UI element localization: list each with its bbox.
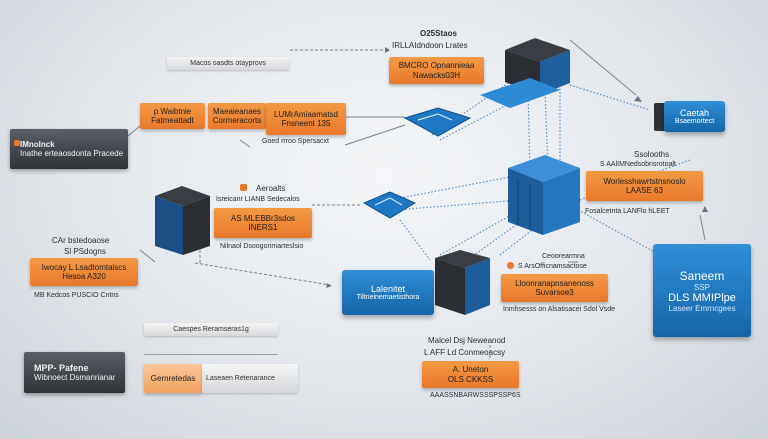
top-left-grey-bar-label: Macos oasdts otayprovs [190,60,266,67]
orange-marker-icon [14,140,20,146]
orange-box-bottom-left: Gernretedas [144,364,202,393]
label-center-1: Aeroalts [256,184,286,193]
label-top-center-2: IRLLAIdndoon Lrates [392,41,468,50]
orange-box-center-right: Lloonranapnsanenoss Suvarsoe3 [501,274,608,302]
orange-box-center: AS MLEBBr3sdos INERS1 [214,208,312,238]
label-right-mid-1: Ssolooths [634,150,670,159]
label-top-center-1: O25Staos [420,29,457,38]
orange-box-bottom-line1: A. Uneton [452,365,489,375]
orange-box-right: Worlesshawrtstnsnoslo LAASE 63 [586,171,703,201]
orange-box-row-c-line1: LUMrAmiaamatsd [273,109,338,119]
orange-box-row-c: LUMrAmiaamatsd Fnsneent 135 [266,103,346,135]
blue-box-center: Lalenitet Tiltneinemaetisthora [342,270,434,315]
blue-box-large-line4: Laseer Emrncgees [668,303,736,313]
connector-line [127,125,141,137]
orange-box-row-a-line1: p Waibtnie [153,106,192,116]
orange-box-row-b-line1: Maeaieanaes [212,106,262,116]
orange-box-left-line1: Iwocay L Lsadtomtaiscs [41,262,127,272]
label-center-3: Nilnaol Dsoogonmarteslsio [220,243,304,250]
cluster-cube [508,155,580,235]
orange-box-row-c-line2: Fnsneent 135 [281,119,331,128]
connector-line [344,124,406,146]
orange-dot-icon [507,262,514,269]
blue-box-center-subtitle: Tiltneinemaetisthora [356,294,420,301]
label-bottom-center-1: Malcel Dsj Neweanod [428,336,506,345]
storage-cube [155,186,210,255]
gateway-cube [435,250,490,315]
grey-box-bottom-left-label: Laseaen Retenarance [206,375,275,382]
label-bottom-center-2: L AFF Ld Conmeoacsy [424,348,506,357]
server-cube [480,38,570,108]
top-left-grey-bar: Macos oasdts otayprovs [167,57,289,70]
label-left-3: MB Kedcos PUSCIO Cntns [34,292,119,299]
label-under-row: Goed rrroo Spersacxt [262,138,329,145]
connector-line [239,139,251,148]
dark-box-bottom-left-title: MPP- Pafene [34,363,89,373]
orange-box-row-b: Maeaieanaes Cormeracorts [208,103,266,129]
label-center-right-2: S ArsOfficnamsactose [518,263,587,270]
dark-box-left-title: IMnolnck [20,140,55,149]
connector-line [139,249,156,263]
dark-box-bottom-left-subtitle: Wibnoect Dsmanrianar [34,373,116,382]
blue-box-large-line3: DLS MMIPlpe [668,291,736,304]
label-center-right-1: Ceoorearmna [542,253,585,260]
grey-box-bottom-left: Laseaen Retenarance [202,364,298,393]
orange-box-center-line1: AS MLEBBr3sdos [230,213,296,223]
orange-box-left: Iwocay L Lsadtomtaiscs Hesoa A320 [30,258,138,286]
diamond-node [362,191,417,219]
label-left-2: Sl PSdogns [64,247,106,256]
connector-line [699,214,706,241]
orange-box-right-line1: Worlesshawrtstnsnoslo [603,176,686,186]
dark-box-left-subtitle: Inathe erteaosdonta Pracede [20,149,124,158]
label-bottom-center-3: AAASSNBARWSSSPSSP6S [430,392,521,399]
connector-line [194,262,331,286]
orange-marker-icon [240,184,247,191]
label-left-1: CAr bstedoaose [52,236,110,245]
dark-box-bottom-left: MPP- Pafene Wibnoect Dsmanrianar [24,352,125,393]
orange-box-top-line2: Nawacks03H [412,70,461,80]
blue-box-top-right-title: Caetah [679,108,710,118]
orange-box-bottom: A. Uneton OLS CKKSS [422,361,519,388]
orange-box-center-line2: INERS1 [248,223,278,232]
orange-box-row-a-line2: Fatmeattadt [151,116,194,125]
orange-box-center-right-line1: Lloonranapnsanenoss [515,278,594,288]
blue-box-large-line2: SSP [693,282,710,292]
orange-box-right-line2: LAASE 63 [626,186,663,195]
label-right-mid-3: Fosalcetnta LANFlo hLEET [585,208,670,215]
orange-box-bottom-left-label: Gernretedas [150,373,196,383]
orange-box-top: BMCRO Opnannieaa Nawacks03H [389,57,484,84]
orange-box-center-right-line2: Suvarsoe3 [535,288,574,297]
blue-box-top-right-subtitle: Bsaemortect [674,118,715,125]
orange-box-bottom-line2: OLS CKKSS [447,374,494,384]
blue-box-large: Saneem SSP DLS MMIPlpe Laseer Emrncgees [653,244,751,337]
label-right-mid-2: S AAlIMNedsobnsrotoalt [600,161,676,168]
orange-box-row-a: p Waibtnie Fatmeattadt [140,103,205,129]
connector-line [569,39,637,96]
orange-box-row-b-line2: Cormeracorts [212,116,262,125]
diamond-node [403,107,472,137]
label-center-2: Isreicanr LIANB Sedecalos [216,196,300,203]
bottom-grey-bar: Caespes Reramseras1g [144,323,278,336]
dark-box-left: IMnolnck Inathe erteaosdonta Pracede [10,129,128,169]
divider-line [144,354,278,355]
blue-box-large-title: Saneem [679,268,725,283]
bottom-grey-bar-label: Caespes Reramseras1g [173,326,249,333]
orange-box-top-line1: BMCRO Opnannieaa [398,61,475,71]
orange-box-left-line2: Hesoa A320 [62,272,106,281]
blue-box-top-right: Caetah Bsaemortect [664,101,725,132]
label-center-right-3: Inmhsesss on Alsatisacei Sdol Vsde [503,306,616,313]
blue-box-center-title: Lalenitet [370,284,406,294]
